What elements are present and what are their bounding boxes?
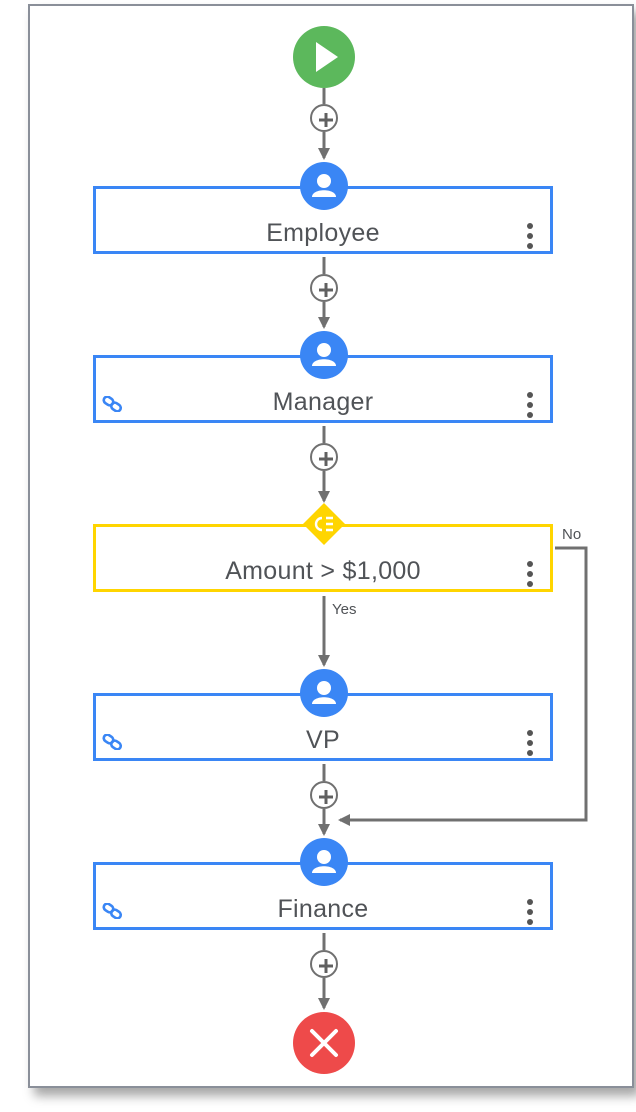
step-node-manager[interactable]: Manager (93, 355, 553, 423)
more-options-icon[interactable] (526, 730, 534, 758)
user-icon (300, 331, 348, 379)
user-icon (300, 838, 348, 886)
plus-icon (319, 283, 333, 297)
condition-icon (302, 502, 346, 546)
user-icon (300, 162, 348, 210)
branch-no-label: No (562, 526, 582, 543)
step-label: Manager (272, 388, 374, 416)
plus-icon (319, 113, 333, 127)
more-options-icon[interactable] (526, 392, 534, 420)
more-options-icon[interactable] (526, 223, 534, 251)
link-icon[interactable] (102, 733, 124, 755)
more-options-icon[interactable] (526, 899, 534, 927)
play-icon (316, 42, 338, 72)
plus-icon (319, 959, 333, 973)
plus-icon (319, 790, 333, 804)
user-icon (300, 669, 348, 717)
branch-yes-label: Yes (332, 601, 357, 618)
add-step-button[interactable] (310, 781, 338, 809)
close-icon (310, 1029, 338, 1057)
start-node[interactable] (293, 26, 355, 88)
add-step-button[interactable] (310, 950, 338, 978)
link-icon[interactable] (102, 395, 124, 417)
step-label: VP (306, 726, 340, 754)
plus-icon (319, 452, 333, 466)
step-label: Finance (277, 895, 369, 923)
add-step-button[interactable] (310, 104, 338, 132)
end-node[interactable] (293, 1012, 355, 1074)
more-options-icon[interactable] (526, 561, 534, 589)
link-icon[interactable] (102, 902, 124, 924)
add-step-button[interactable] (310, 443, 338, 471)
add-step-button[interactable] (310, 274, 338, 302)
step-label: Employee (266, 219, 380, 247)
condition-label: Amount > $1,000 (225, 557, 421, 585)
